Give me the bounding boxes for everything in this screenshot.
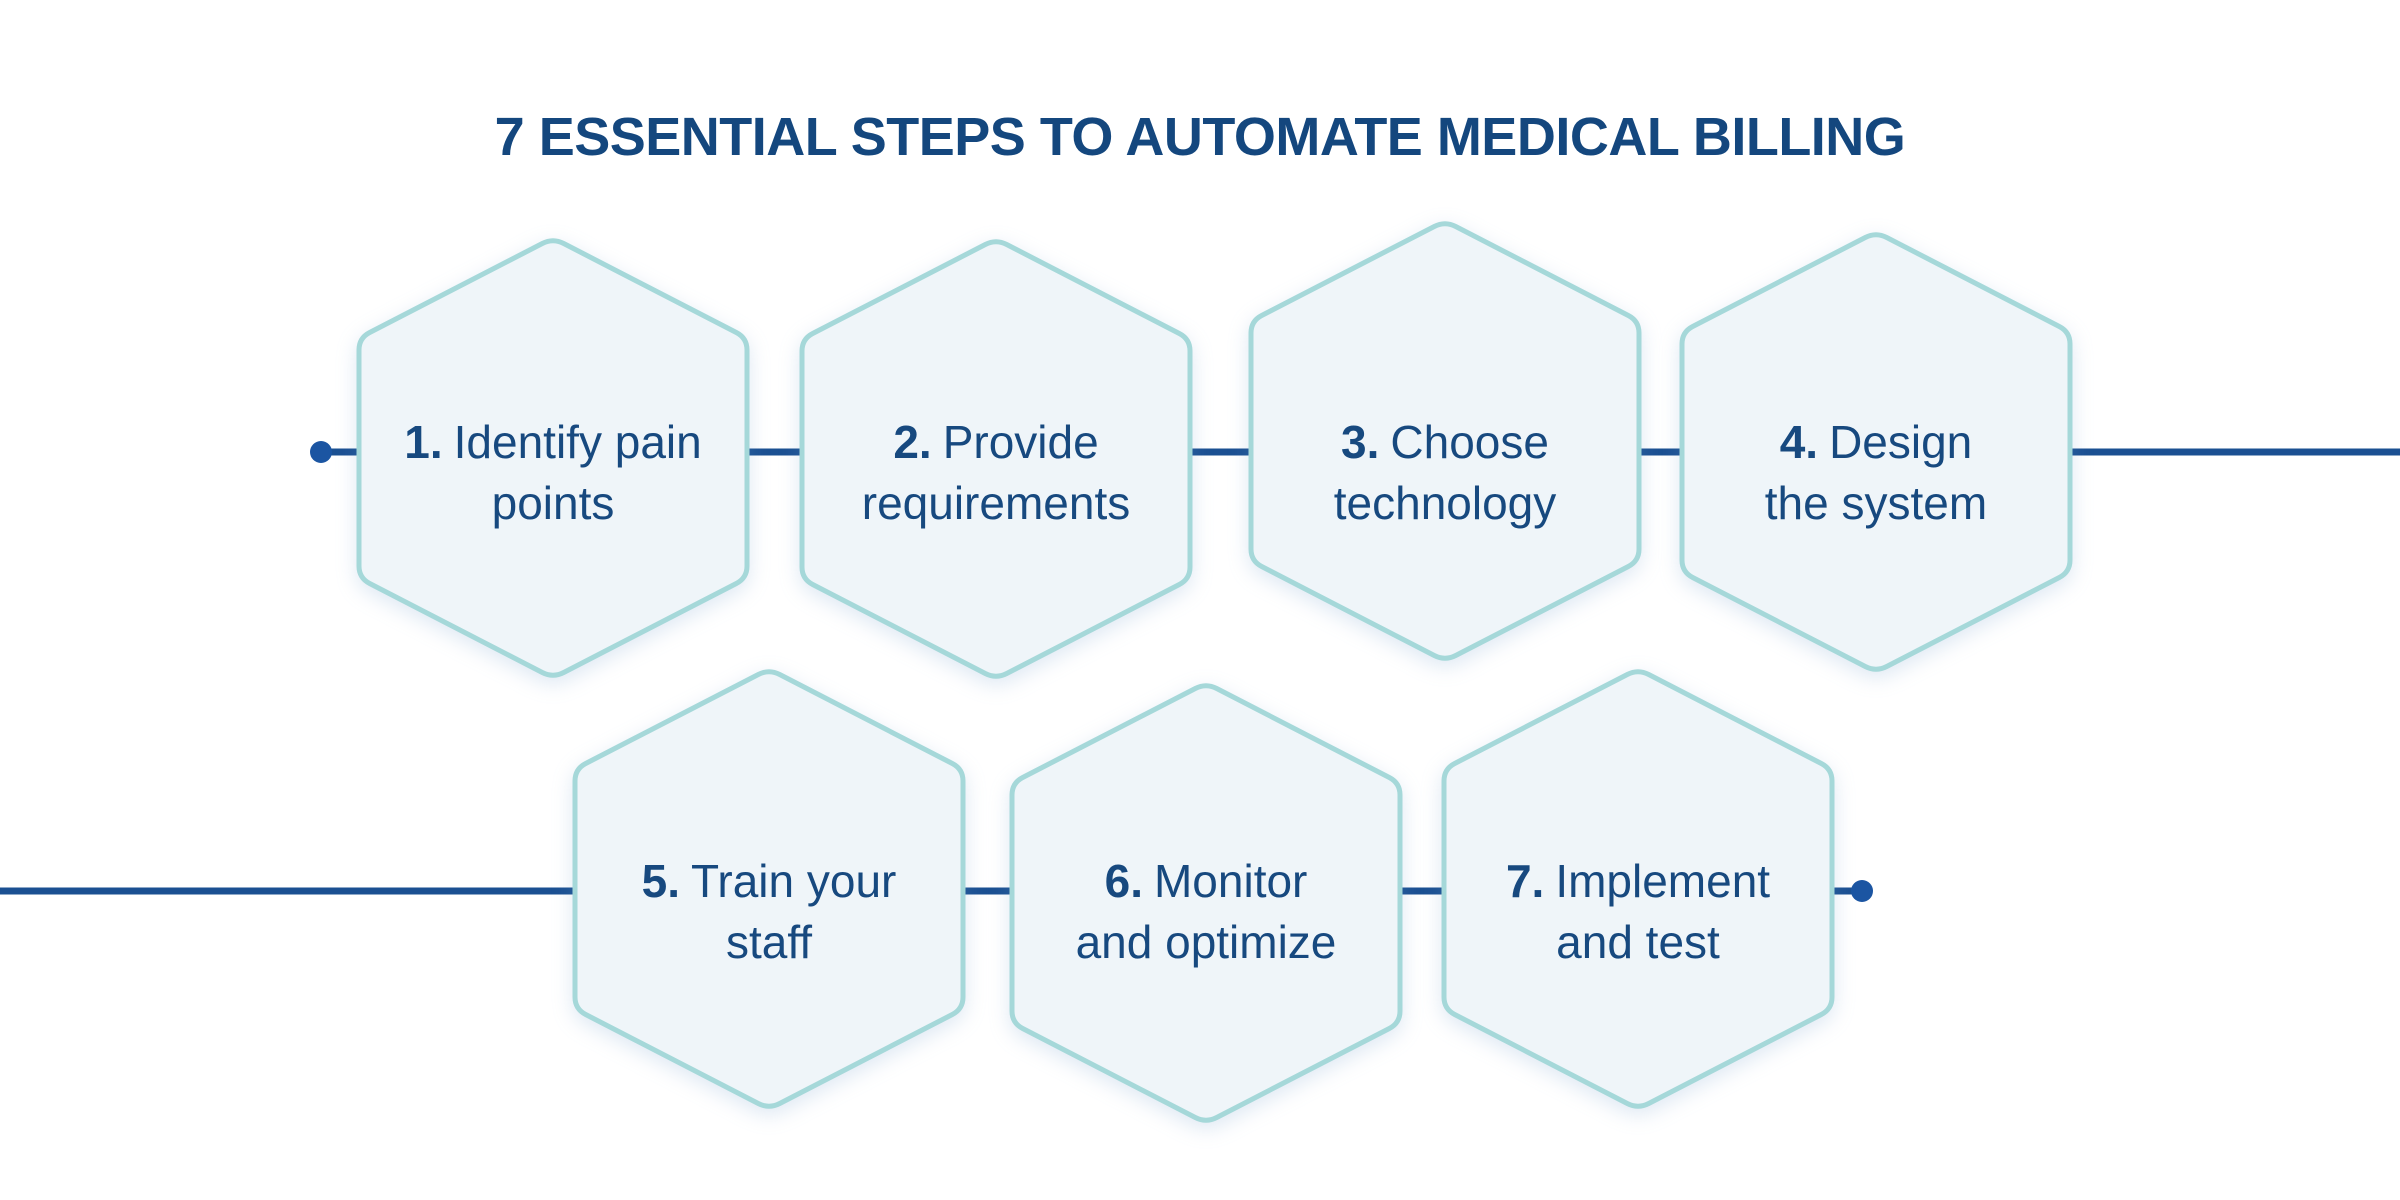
- end-dot: [1851, 880, 1873, 902]
- step-3-number: 3.: [1341, 416, 1380, 468]
- hexagon-shape: [1248, 221, 1642, 661]
- step-2-line2: requirements: [861, 477, 1131, 529]
- step-5-line2: staff: [725, 916, 813, 968]
- step-6-label: 6.Monitor and optimize: [1008, 851, 1404, 973]
- hexagon-step-6: 6.Monitor and optimize: [1008, 679, 1404, 1127]
- hexagon-shape: [1441, 669, 1835, 1109]
- step-3-line1: 3.Choose: [1341, 416, 1549, 468]
- step-7-number: 7.: [1505, 855, 1545, 907]
- hexagon-shape: [356, 238, 750, 678]
- hexagon-shape: [1009, 683, 1403, 1123]
- step-1-number: 1.: [404, 416, 443, 468]
- step-5-label: 5.Train your staff: [571, 851, 967, 973]
- step-5-line1: 5.Train your: [641, 855, 897, 907]
- step-4-label: 4.Design the system: [1678, 412, 2074, 534]
- step-3-label: 3.Choose technology: [1247, 412, 1643, 534]
- step-2-line1: 2.Provide: [893, 416, 1099, 468]
- hexagon-shape: [1679, 232, 2073, 672]
- step-7-line2: and test: [1556, 916, 1720, 968]
- step-2-label: 2.Provide requirements: [798, 412, 1194, 534]
- step-2-number: 2.: [893, 416, 932, 468]
- hexagon-shape: [572, 669, 966, 1109]
- step-6-number: 6.: [1104, 855, 1143, 907]
- start-dot: [310, 441, 332, 463]
- step-7-line1: 7.Implement: [1505, 855, 1771, 907]
- step-7-label: 7.Implement and test: [1440, 851, 1836, 973]
- hexagon-step-7: 7.Implement and test: [1440, 665, 1836, 1113]
- step-6-line1: 6.Monitor: [1104, 855, 1308, 907]
- step-6-line2: and optimize: [1075, 916, 1337, 968]
- page-title: 7 ESSENTIAL STEPS TO AUTOMATE MEDICAL BI…: [494, 107, 1906, 167]
- step-1-line1: 1.Identify pain: [404, 416, 702, 468]
- step-4-line1: 4.Design: [1779, 416, 1973, 468]
- hexagon-step-2: 2.Provide requirements: [798, 235, 1194, 683]
- hexagon-step-3: 3.Choose technology: [1247, 217, 1643, 665]
- step-3-line2: technology: [1333, 477, 1557, 529]
- hexagon-step-1: 1.Identify pain points: [355, 234, 751, 682]
- step-1-line2: points: [491, 477, 615, 529]
- step-5-number: 5.: [641, 855, 680, 907]
- hexagon-step-4: 4.Design the system: [1678, 228, 2074, 676]
- step-4-line2: the system: [1764, 477, 1988, 529]
- hexagon-shape: [799, 239, 1193, 679]
- step-1-label: 1.Identify pain points: [355, 412, 751, 534]
- hexagon-step-5: 5.Train your staff: [571, 665, 967, 1113]
- step-4-number: 4.: [1779, 416, 1819, 468]
